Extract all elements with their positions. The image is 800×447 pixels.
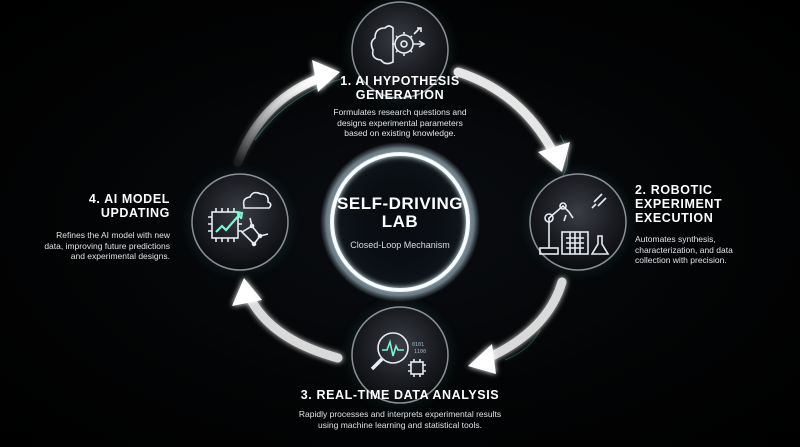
hub-ring <box>320 142 480 302</box>
arrow-2-to-3 <box>468 277 567 374</box>
hub-subtitle: Closed-Loop Mechanism <box>350 240 450 250</box>
node-analysis: 0101 1100 <box>348 303 452 407</box>
chip-chart-cloud-icon <box>208 191 272 247</box>
arrow-1-to-2 <box>453 67 570 172</box>
step-1-description: Formulates research questions and design… <box>333 107 467 138</box>
step-2-description: Automates synthesis, characterization, a… <box>635 234 733 265</box>
step-1-title: 1. AI HYPOTHESIS GENERATION <box>340 74 460 102</box>
node-hypothesis <box>348 0 452 102</box>
step-3-description: Rapidly processes and interprets experim… <box>298 409 502 430</box>
step-2-title: 2. ROBOTIC EXPERIMENT EXECUTION <box>635 183 723 225</box>
svg-text:0101: 0101 <box>412 342 424 348</box>
hub-title: SELF-DRIVING LAB <box>337 194 463 231</box>
step-4-description: Refines the AI model with new data, impr… <box>44 230 170 261</box>
step-3-title: 3. REAL-TIME DATA ANALYSIS <box>300 388 500 402</box>
arrow-3-to-4 <box>232 278 343 363</box>
node-model-updating <box>188 170 292 274</box>
magnifier-waveform-icon: 0101 1100 <box>370 332 426 377</box>
node-robotic <box>526 170 630 274</box>
step-4-title: 4. AI MODEL UPDATING <box>88 192 170 220</box>
brain-gear-icon <box>370 25 426 65</box>
robotic-arm-icon <box>539 193 610 255</box>
arrow-4-to-1 <box>233 60 340 167</box>
svg-text:1100: 1100 <box>414 349 426 355</box>
